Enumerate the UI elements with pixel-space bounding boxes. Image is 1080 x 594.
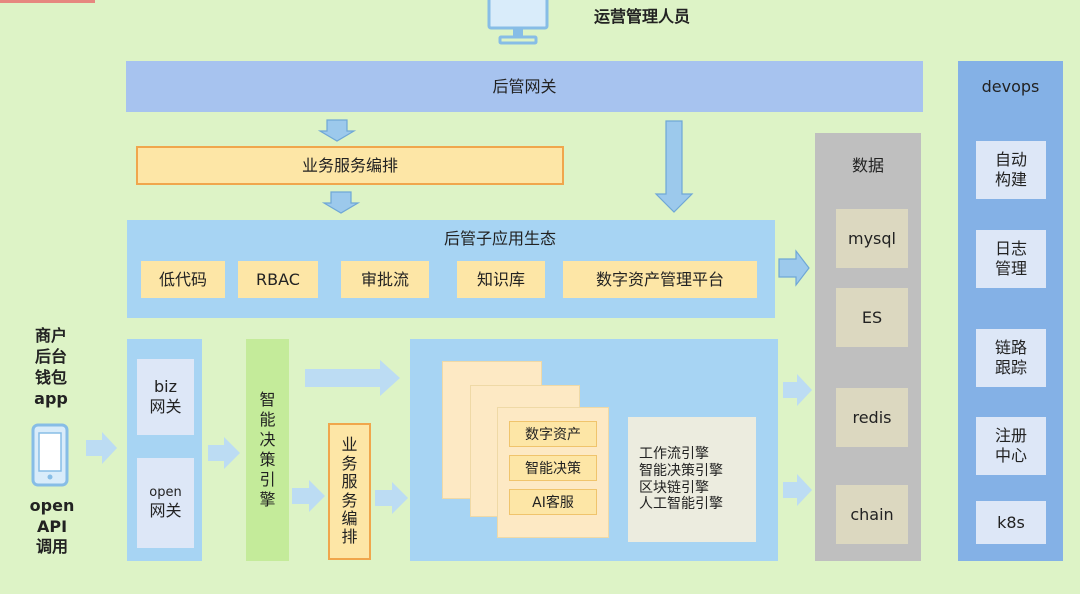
devops-log-2: 管理 <box>994 259 1027 278</box>
devops-tracing-1: 链路 <box>994 338 1027 357</box>
openapi-line-2: API <box>36 516 68 536</box>
arrow-service-to-core <box>375 482 408 514</box>
data-es[interactable]: ES <box>836 288 908 347</box>
top-left-tab <box>0 0 95 3</box>
biz-gateway-line-2: 网关 <box>149 397 182 416</box>
decision-char-3: 决 <box>259 430 276 449</box>
arrow-orchestration-to-subapp <box>321 191 361 214</box>
devops-title: devops <box>981 77 1040 97</box>
devops-auto-build-1: 自动 <box>994 150 1027 169</box>
engine-ai: 人工智能引擎 <box>639 496 723 513</box>
client-line-4: app <box>34 388 68 408</box>
client-open-api-label: open API 调用 <box>22 494 82 560</box>
devops-auto-build-2: 构建 <box>994 170 1027 189</box>
devops-column <box>958 61 1063 561</box>
arrow-decision-to-core <box>305 360 400 396</box>
service-char-3: 服 <box>341 472 358 492</box>
arrow-core-to-data-1 <box>783 374 812 406</box>
sub-app-knowledge-base[interactable]: 知识库 <box>457 261 545 298</box>
management-gateway[interactable]: 后管网关 <box>126 61 923 112</box>
business-orchestration-bar[interactable]: 业务服务编排 <box>136 146 564 185</box>
devops-tracing[interactable]: 链路 跟踪 <box>976 329 1046 387</box>
service-char-4: 务 <box>341 490 358 510</box>
sub-app-approval-flow[interactable]: 审批流 <box>341 261 429 298</box>
core-intelligent-decision[interactable]: 智能决策 <box>509 455 597 481</box>
sub-app-low-code[interactable]: 低代码 <box>141 261 225 298</box>
core-digital-asset[interactable]: 数字资产 <box>509 421 597 447</box>
arrow-gateways-to-decision <box>208 437 240 469</box>
service-char-2: 务 <box>341 453 358 473</box>
monitor-icon <box>486 0 550 50</box>
openapi-line-3: 调用 <box>35 537 68 557</box>
biz-gateway[interactable]: biz 网关 <box>137 359 194 435</box>
openapi-line-1: open <box>29 495 75 515</box>
biz-gateway-line-1: biz <box>154 377 177 396</box>
open-gateway-line-1: open <box>149 484 182 500</box>
devops-k8s-label: k8s <box>997 512 1025 532</box>
client-line-1: 商户 <box>34 326 67 346</box>
sub-app-rbac[interactable]: RBAC <box>238 261 318 298</box>
service-char-5: 编 <box>341 508 358 528</box>
client-line-2: 后台 <box>34 347 67 367</box>
data-title: 数据 <box>851 156 884 176</box>
decision-char-4: 策 <box>259 450 276 469</box>
devops-registry-2: 中心 <box>994 446 1027 465</box>
core-ai-customer-service[interactable]: AI客服 <box>509 489 597 515</box>
devops-auto-build[interactable]: 自动 构建 <box>976 141 1046 199</box>
operator-label: 运营管理人员 <box>593 7 690 27</box>
service-orchestration-vertical[interactable]: 业 务 服 务 编 排 <box>328 423 371 560</box>
devops-log-management[interactable]: 日志 管理 <box>976 230 1046 288</box>
arrow-core-to-data-2 <box>783 474 812 506</box>
engine-workflow: 工作流引擎 <box>639 445 709 462</box>
client-merchant-label: 商户 后台 钱包 app <box>22 322 80 414</box>
service-char-6: 排 <box>341 527 358 547</box>
arrow-client-to-gateways <box>86 432 117 464</box>
arrow-gateway-to-subapp <box>654 120 694 213</box>
arrow-subapp-to-data <box>778 249 810 287</box>
open-gateway-line-2: 网关 <box>149 501 182 521</box>
data-chain[interactable]: chain <box>836 485 908 544</box>
sub-app-ecosystem-title: 后管子应用生态 <box>443 229 556 249</box>
decision-char-5: 引 <box>259 470 276 489</box>
open-gateway[interactable]: open 网关 <box>137 458 194 548</box>
data-mysql[interactable]: mysql <box>836 209 908 268</box>
engine-blockchain: 区块链引擎 <box>639 479 709 496</box>
phone-icon <box>30 422 70 488</box>
devops-registry[interactable]: 注册 中心 <box>976 417 1046 475</box>
decision-char-1: 智 <box>259 390 276 409</box>
devops-log-1: 日志 <box>994 239 1027 258</box>
sub-app-digital-asset-platform[interactable]: 数字资产管理平台 <box>563 261 757 298</box>
engines-box[interactable]: 工作流引擎 智能决策引擎 区块链引擎 人工智能引擎 <box>628 417 756 542</box>
devops-registry-1: 注册 <box>994 426 1027 445</box>
arrow-gateway-to-orchestration <box>317 119 357 142</box>
devops-tracing-2: 跟踪 <box>994 358 1027 377</box>
intelligent-decision-engine[interactable]: 智 能 决 策 引 擎 <box>246 339 289 561</box>
client-line-3: 钱包 <box>34 368 67 387</box>
devops-k8s[interactable]: k8s <box>976 501 1046 544</box>
decision-char-6: 擎 <box>259 490 276 509</box>
data-redis[interactable]: redis <box>836 388 908 447</box>
arrow-decision-to-service <box>292 480 325 512</box>
engine-decision: 智能决策引擎 <box>639 462 723 479</box>
service-char-1: 业 <box>341 435 358 455</box>
decision-char-2: 能 <box>259 410 276 429</box>
